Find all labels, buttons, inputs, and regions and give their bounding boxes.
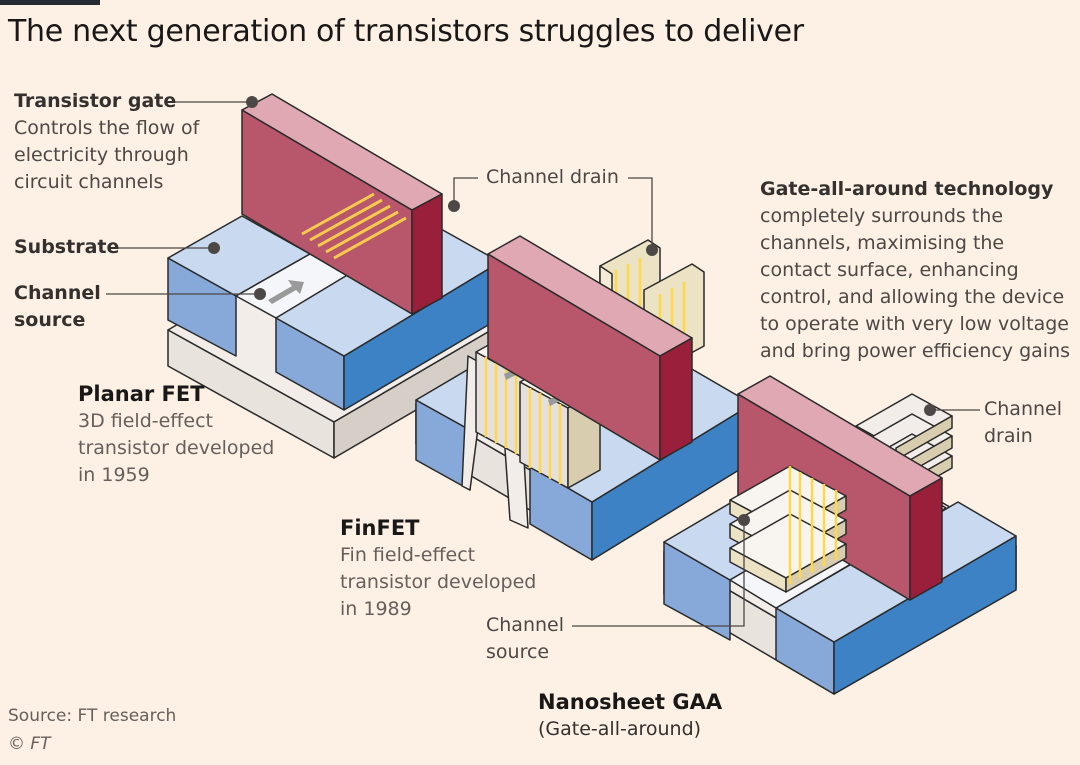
finfet-desc: in 1989: [340, 598, 412, 620]
substrate-callout: Substrate: [14, 234, 119, 261]
substrate-label: Substrate: [14, 236, 120, 258]
planar-fet-desc: 3D field-effect: [78, 410, 213, 432]
gaa-gate-side: [909, 477, 943, 601]
finfet-desc: Fin field-effect: [340, 544, 476, 566]
gate-callout: Transistor gate Controls the flow of ele…: [14, 88, 199, 196]
gaa-note-line: control, and allowing the device: [760, 286, 1065, 308]
channel-drain-top-callout: Channel drain: [486, 164, 619, 191]
planar-fet-label: Planar FET 3D field-effect transistor de…: [78, 380, 274, 489]
finfet-fin-glow: [484, 357, 562, 484]
channel-source-left-line: source: [14, 309, 86, 331]
gaa-note-line: to operate with very low voltage: [760, 313, 1069, 335]
gaa-label: Nanosheet GAA (Gate-all-around): [538, 688, 722, 743]
brand-top-bar: [0, 0, 100, 5]
channel-drain-right-callout: Channel drain: [984, 396, 1062, 450]
channel-drain-right-line: Channel: [984, 398, 1063, 420]
planar-fet-desc: transistor developed: [78, 437, 275, 459]
finfet-name: FinFET: [340, 516, 420, 540]
gaa-note-line: and bring power efficiency gains: [760, 340, 1071, 362]
source-note: Source: FT research: [8, 706, 177, 726]
planar-channel-arrow: [268, 280, 304, 304]
gaa-note-line: completely surrounds the: [760, 205, 1004, 227]
finfet-desc: transistor developed: [340, 571, 537, 593]
gaa-channel-glow: [788, 466, 838, 584]
finfet-device: [415, 235, 753, 561]
gate-callout-line: Controls the flow of: [14, 117, 200, 139]
gaa-name: Nanosheet GAA: [538, 690, 723, 714]
gate-callout-line: electricity through: [14, 144, 189, 166]
planar-fet-device: [167, 93, 501, 459]
planar-fet-desc: in 1959: [78, 464, 150, 486]
gaa-note-callout: Gate-all-around technology completely su…: [760, 176, 1070, 365]
finfet-gate-side: [659, 337, 693, 461]
channel-drain-right-line: drain: [984, 425, 1033, 447]
chart-title: The next generation of transistors strug…: [8, 14, 804, 49]
channel-source-left-callout: Channel source: [14, 280, 101, 334]
gaa-note-heading: Gate-all-around technology: [760, 178, 1054, 200]
finfet-label: FinFET Fin field-effect transistor devel…: [340, 514, 536, 623]
planar-channel-glow: [301, 192, 407, 260]
planar-fet-name: Planar FET: [78, 382, 205, 406]
gate-callout-line: circuit channels: [14, 171, 164, 193]
leader-lines: [106, 101, 980, 627]
gaa-note-line: contact surface, enhancing: [760, 259, 1019, 281]
gate-callout-heading: Transistor gate: [14, 90, 177, 112]
planar-gate-side: [411, 193, 443, 315]
channel-source-bottom-line: Channel: [486, 614, 565, 636]
leader-dots: [208, 96, 936, 526]
channel-drain-top-label: Channel drain: [486, 166, 619, 188]
channel-source-bottom-callout: Channel source: [486, 612, 564, 666]
gaa-note-line: channels, maximising the: [760, 232, 1005, 254]
copyright: © FT: [8, 734, 51, 754]
gaa-desc: (Gate-all-around): [538, 718, 702, 740]
channel-source-bottom-line: source: [486, 641, 550, 663]
channel-source-left-line: Channel: [14, 282, 101, 304]
